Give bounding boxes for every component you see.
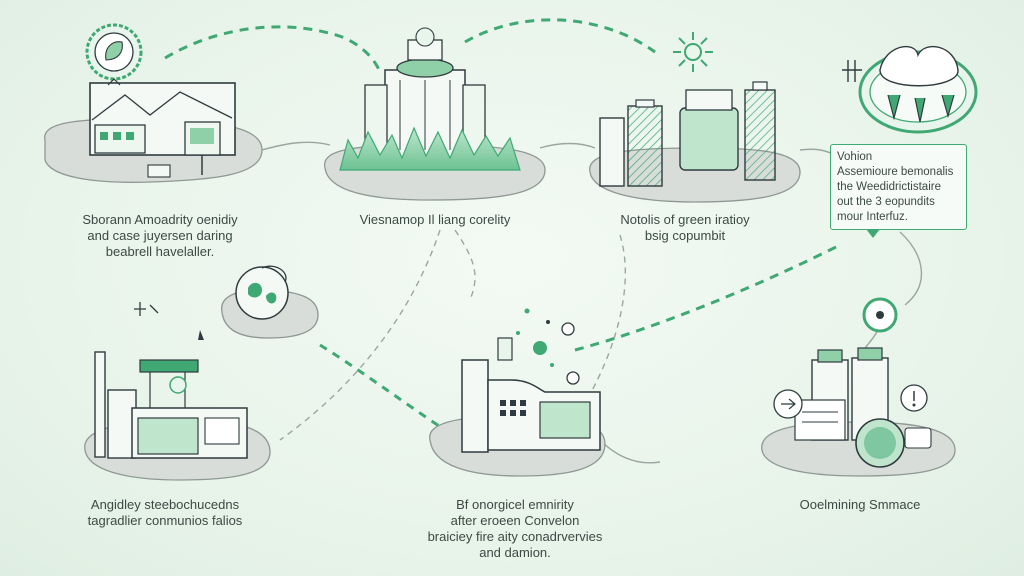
stage3-caption: Notolis of green iratioy bsig copumbit <box>620 212 750 243</box>
connector-line-2 <box>539 142 596 149</box>
callout-pointer <box>866 229 880 238</box>
connector-dashed-grey-2 <box>454 229 476 301</box>
stage5-illustration <box>429 308 606 477</box>
connector-dashed-grey-1 <box>279 229 441 441</box>
connector-dashed-grey-3 <box>559 234 627 441</box>
stage3-illustration <box>589 32 801 203</box>
connector-dashed-green-3 <box>319 343 446 432</box>
connector-dashed-green-1 <box>164 25 382 73</box>
stage1-caption: Sborann Amoadrity oenidiy and case juyer… <box>82 212 238 259</box>
connector-line-4 <box>899 231 922 306</box>
stage-top-right-illustration <box>842 45 978 134</box>
connector-lines <box>164 18 922 464</box>
stage1-illustration <box>44 23 263 183</box>
connector-line-1 <box>261 141 331 151</box>
grass <box>339 126 521 171</box>
stage4-caption: Angidley steebochucedns tagradlier conmu… <box>87 497 243 528</box>
connector-dashed-green-2 <box>464 18 656 54</box>
connector-dashed-green-4 <box>574 243 841 352</box>
stage5-caption: Bf onorgicel emnirity after eroeen Conve… <box>427 497 603 560</box>
stage6-caption: Ooelmining Smmace <box>799 497 921 512</box>
callout-text: Vohion Assemioure bemonalis the Weedidri… <box>837 151 954 223</box>
info-callout: Vohion Assemioure bemonalis the Weedidri… <box>830 144 967 230</box>
stage2-caption: Viesnamop Il liang corelity <box>359 212 511 227</box>
stage6-illustration <box>761 297 956 477</box>
stage4-illustration <box>84 302 271 481</box>
stage2-illustration <box>324 27 546 201</box>
sun-icon <box>673 32 713 72</box>
leaf-badge-icon <box>85 23 143 81</box>
connector-line-5 <box>599 439 661 464</box>
globe-illustration <box>221 265 319 339</box>
